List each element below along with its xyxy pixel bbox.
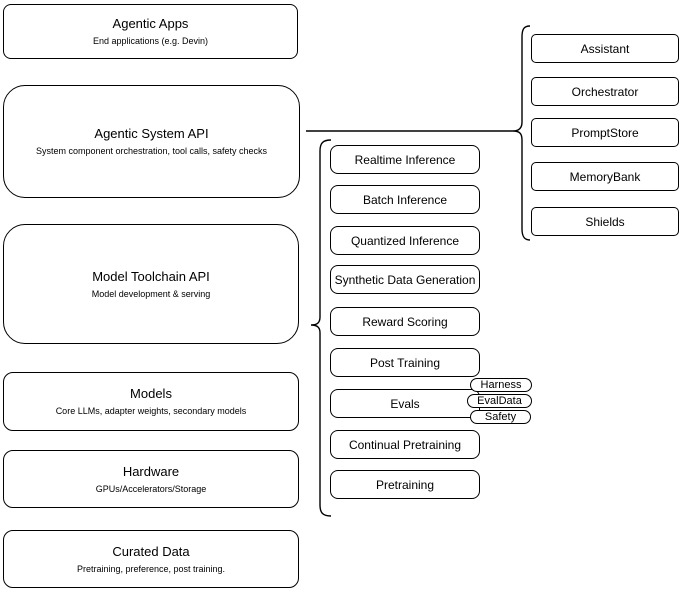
node-subtitle: Pretraining, preference, post training. — [76, 563, 226, 574]
toolchain-brace — [310, 139, 332, 517]
node-model-toolchain-api: Model Toolchain API Model development & … — [3, 224, 299, 344]
toolchain-item-realtime-inference: Realtime Inference — [330, 145, 480, 174]
node-agentic-system-api: Agentic System API System component orch… — [3, 85, 300, 198]
node-subtitle: System component orchestration, tool cal… — [35, 146, 268, 156]
node-subtitle: End applications (e.g. Devin) — [92, 36, 209, 46]
node-curated-data: Curated Data Pretraining, preference, po… — [3, 530, 299, 588]
system-component-memorybank: MemoryBank — [531, 162, 679, 191]
toolchain-item-reward-scoring: Reward Scoring — [330, 307, 480, 336]
system-component-orchestrator: Orchestrator — [531, 77, 679, 106]
toolchain-item-quantized-inference: Quantized Inference — [330, 226, 480, 255]
node-models: Models Core LLMs, adapter weights, secon… — [3, 372, 299, 431]
evals-tag-evaldata: EvalData — [467, 394, 532, 408]
toolchain-item-evals: Evals — [330, 389, 480, 418]
toolchain-item-continual-pretraining: Continual Pretraining — [330, 430, 480, 459]
node-subtitle: Model development & serving — [91, 288, 211, 299]
system-component-promptstore: PromptStore — [531, 118, 679, 147]
node-title: Agentic Apps — [112, 16, 189, 31]
toolchain-item-batch-inference: Batch Inference — [330, 185, 480, 214]
node-title: Curated Data — [112, 543, 190, 559]
system-component-shields: Shields — [531, 207, 679, 236]
system-component-assistant: Assistant — [531, 34, 679, 63]
node-subtitle: Core LLMs, adapter weights, secondary mo… — [55, 406, 247, 416]
node-title: Agentic System API — [94, 126, 209, 141]
node-title: Models — [130, 386, 172, 401]
node-title: Hardware — [122, 463, 180, 479]
node-hardware: Hardware GPUs/Accelerators/Storage — [3, 450, 299, 508]
evals-tag-safety: Safety — [470, 410, 531, 424]
node-agentic-apps: Agentic Apps End applications (e.g. Devi… — [3, 4, 298, 59]
toolchain-item-pretraining: Pretraining — [330, 470, 480, 499]
system-components-brace — [512, 25, 531, 241]
toolchain-item-post-training: Post Training — [330, 348, 480, 377]
node-title: Model Toolchain API — [92, 268, 210, 284]
toolchain-item-synthetic-data-generation: Synthetic Data Generation — [330, 265, 480, 294]
evals-tag-harness: Harness — [470, 378, 532, 392]
node-subtitle: GPUs/Accelerators/Storage — [95, 483, 207, 494]
